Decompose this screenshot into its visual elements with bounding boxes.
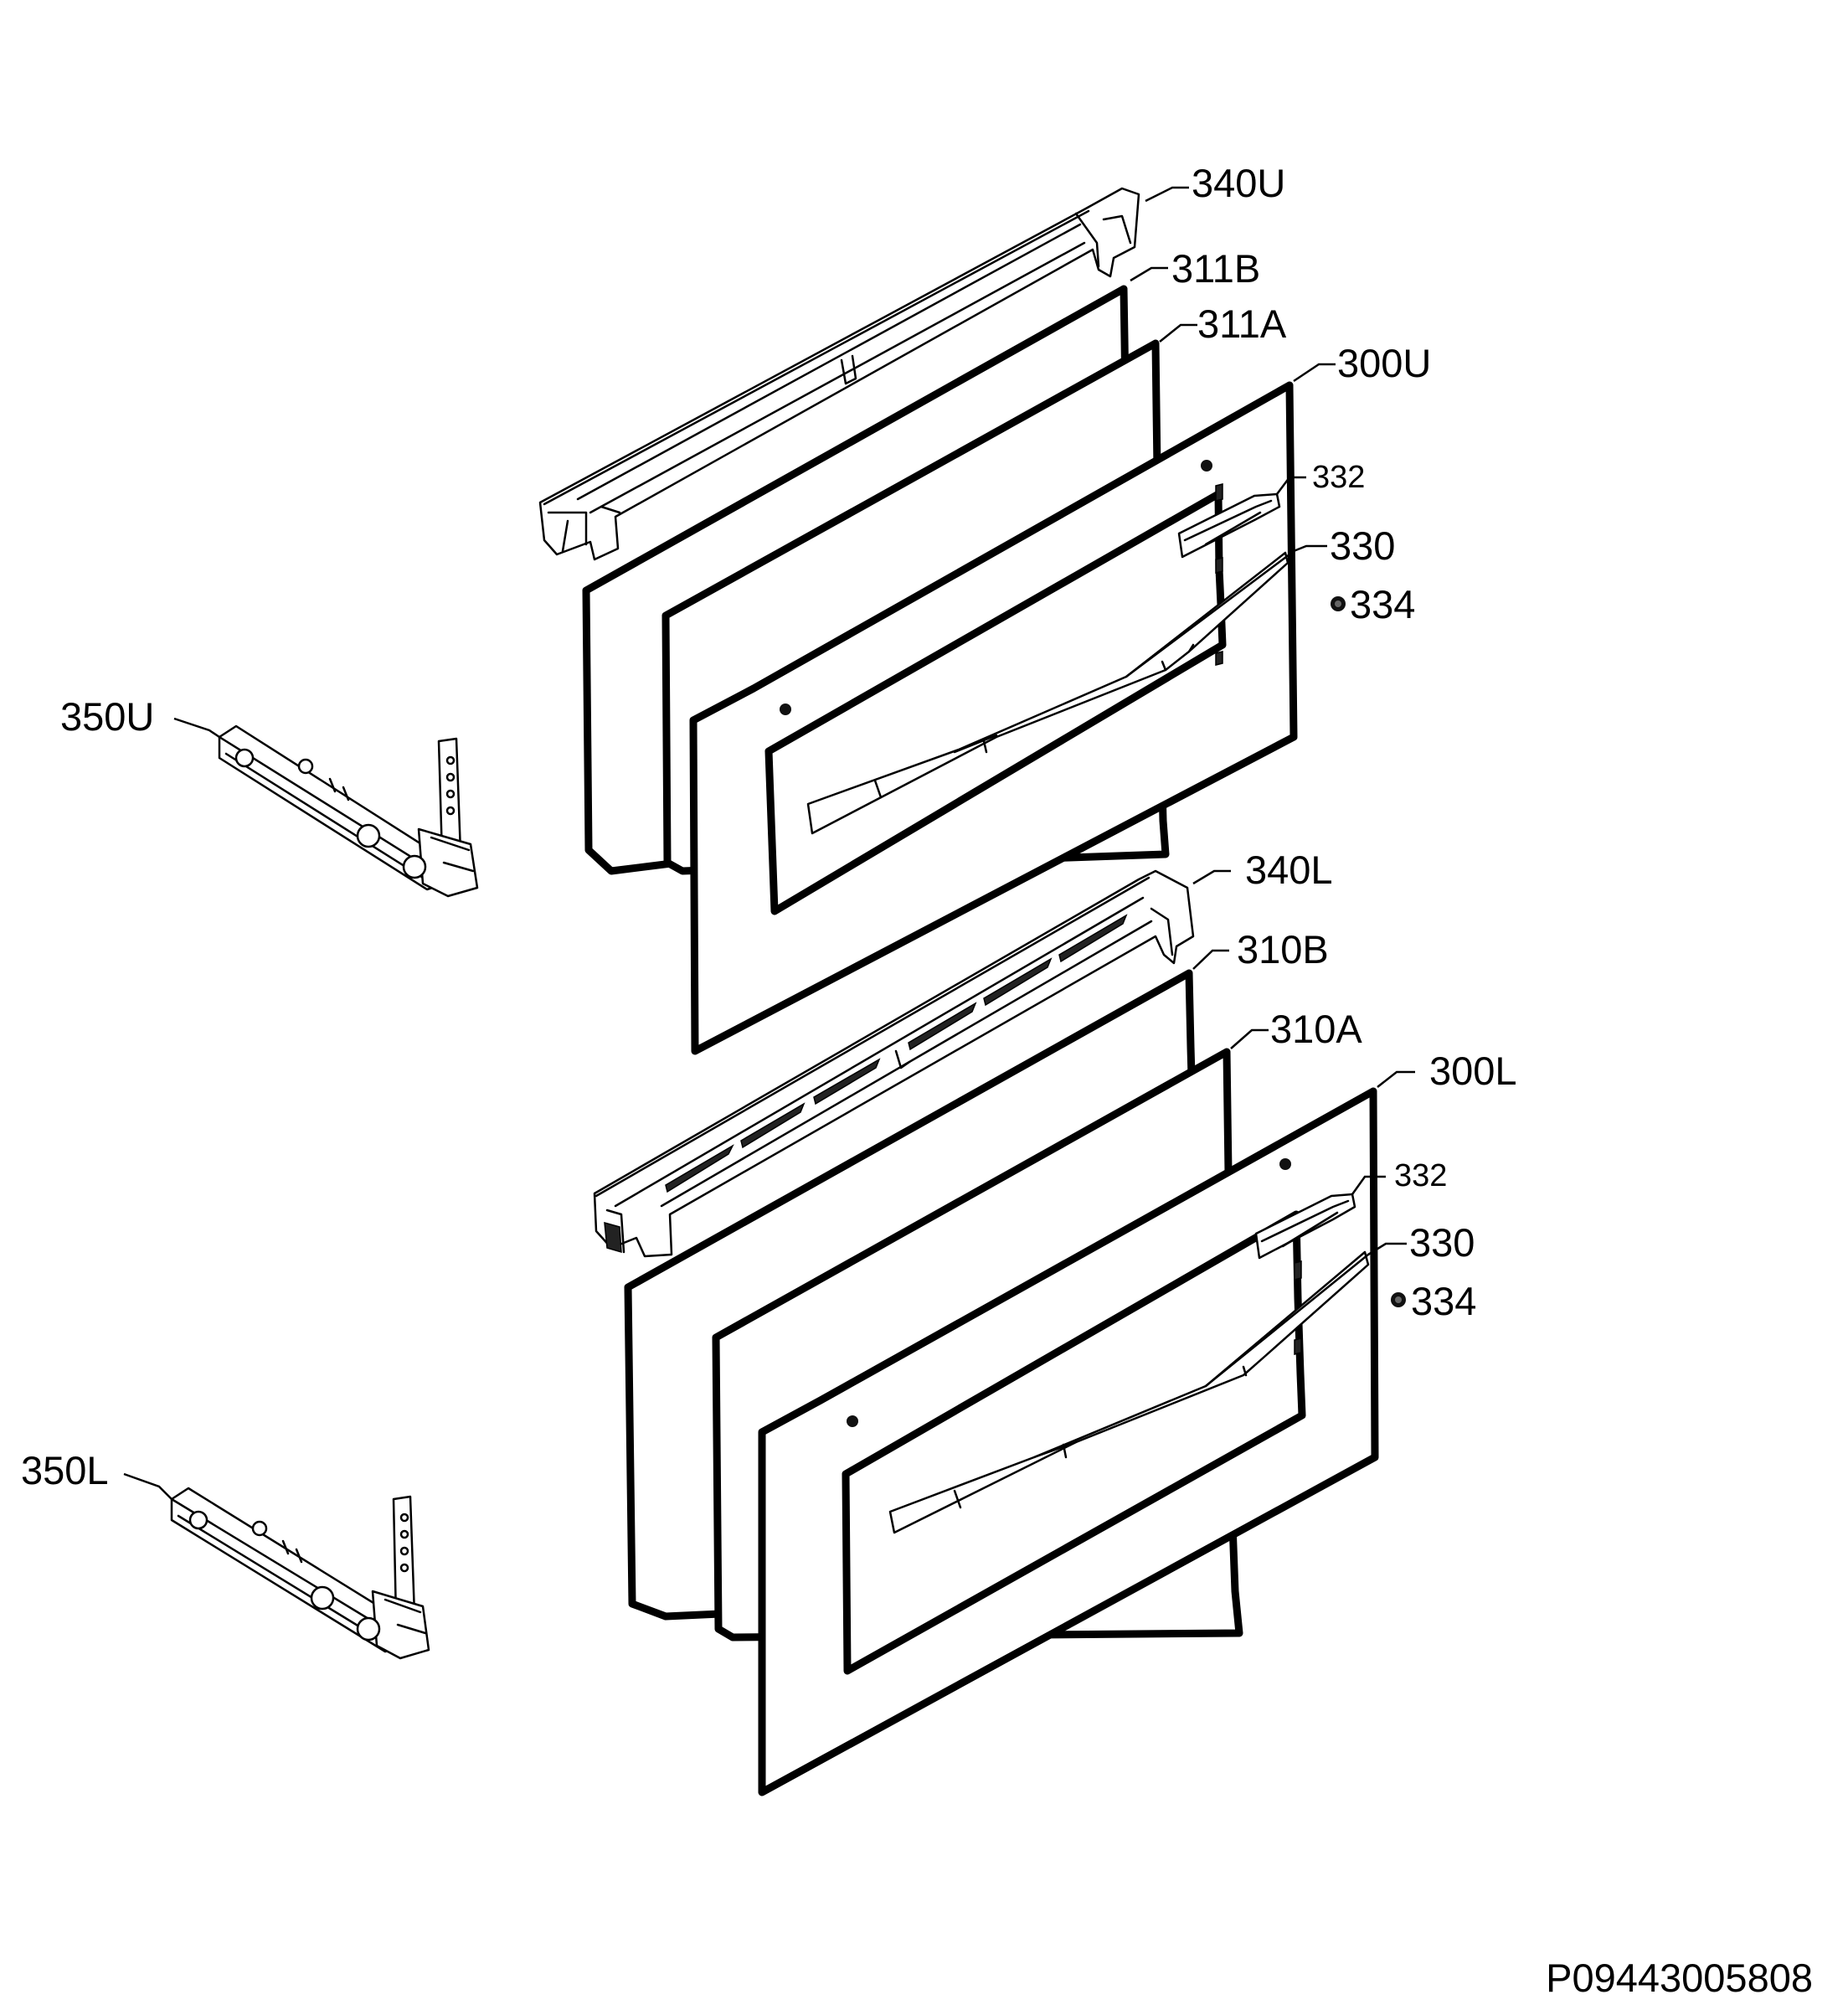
label-350L: 350L xyxy=(21,1448,109,1492)
label-334-upper: 334 xyxy=(1350,582,1415,626)
upper-top-frame xyxy=(538,187,1140,561)
label-311A: 311A xyxy=(1197,302,1287,346)
lower-handle-cap xyxy=(1254,1193,1356,1260)
lower-door-hole-left xyxy=(847,1415,858,1427)
lower-door-hole-right xyxy=(1279,1158,1291,1170)
label-332-upper: 332 xyxy=(1312,460,1365,495)
upper-door-hole-left xyxy=(780,704,791,715)
label-334-lower: 334 xyxy=(1411,1279,1476,1323)
lower-top-frame xyxy=(593,869,1195,1258)
lower-door-assembly xyxy=(593,869,1406,1796)
drawing-code: P09443005808 xyxy=(1546,1956,1813,2000)
label-340L: 340L xyxy=(1245,848,1333,892)
label-330-upper: 330 xyxy=(1330,523,1395,568)
label-311B: 311B xyxy=(1171,246,1260,291)
leader-lines xyxy=(123,186,1415,1500)
lower-hinge xyxy=(170,1487,430,1660)
upper-door-hole-right xyxy=(1201,460,1212,472)
upper-hinge xyxy=(218,724,479,898)
lower-handle xyxy=(888,1250,1370,1534)
part-labels: 340U 311B 311A 300U 332 330 334 350U 340… xyxy=(21,161,1517,1492)
upper-handle-cap xyxy=(1177,492,1281,559)
label-350U: 350U xyxy=(60,694,154,739)
label-340U: 340U xyxy=(1192,161,1285,205)
label-330-lower: 330 xyxy=(1409,1220,1475,1265)
upper-door-assembly xyxy=(538,187,1346,1055)
label-310B: 310B xyxy=(1237,927,1329,972)
upper-handle xyxy=(806,551,1291,835)
label-300L: 300L xyxy=(1429,1049,1517,1093)
label-300U: 300U xyxy=(1337,341,1431,385)
label-332-lower: 332 xyxy=(1394,1158,1447,1193)
upper-screw xyxy=(1331,596,1346,611)
lower-screw xyxy=(1391,1292,1406,1307)
label-310A: 310A xyxy=(1270,1007,1362,1051)
